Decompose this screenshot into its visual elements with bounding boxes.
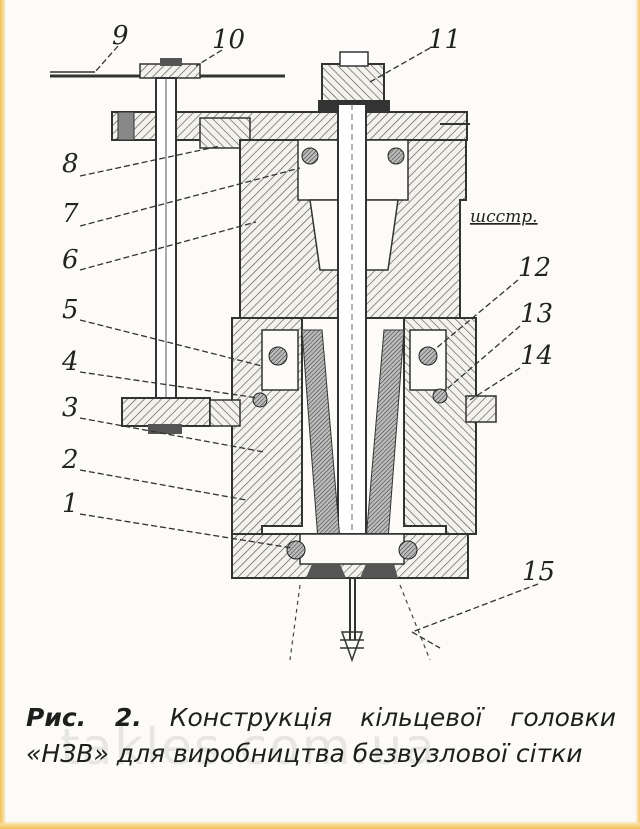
label-part-6: 6 (62, 245, 79, 275)
label-part-9: 9 (112, 21, 129, 51)
bottom-needle (289, 578, 431, 663)
frame-border-right (635, 0, 640, 829)
label-part-2: 2 (61, 445, 79, 475)
frame-border-bottom (0, 821, 640, 829)
caption-text: Конструкція кільцевої головки «НЗВ» для … (26, 703, 616, 768)
caption-prefix: Рис. 2. (26, 703, 142, 732)
label-part-13: 13 (520, 299, 553, 329)
bottom-plate (231, 533, 469, 579)
leader-lines (79, 45, 539, 649)
label-part-14: 14 (520, 341, 553, 371)
label-part-12: 12 (518, 253, 551, 283)
label-part-15: 15 (522, 557, 555, 587)
top-bar (50, 58, 285, 79)
label-note: шсстр. (470, 207, 538, 227)
label-part-1: 1 (62, 489, 79, 519)
central-shaft (337, 103, 367, 575)
label-part-10: 10 (212, 25, 245, 55)
label-part-4: 4 (61, 347, 79, 377)
label-part-7: 7 (62, 199, 79, 229)
frame-border-left (0, 0, 6, 829)
ring-head-drawing: 9 10 11 8 7 6 5 4 3 2 1 12 13 14 15 шсст… (50, 21, 555, 663)
label-part-5: 5 (62, 295, 79, 325)
label-part-11: 11 (428, 25, 461, 55)
label-part-3: 3 (62, 393, 79, 423)
left-bolt (121, 77, 251, 434)
lower-housing (209, 317, 497, 541)
label-part-8: 8 (62, 149, 79, 179)
figure-caption: Рис. 2. Конструкція кільцевої головки «Н… (26, 700, 616, 772)
